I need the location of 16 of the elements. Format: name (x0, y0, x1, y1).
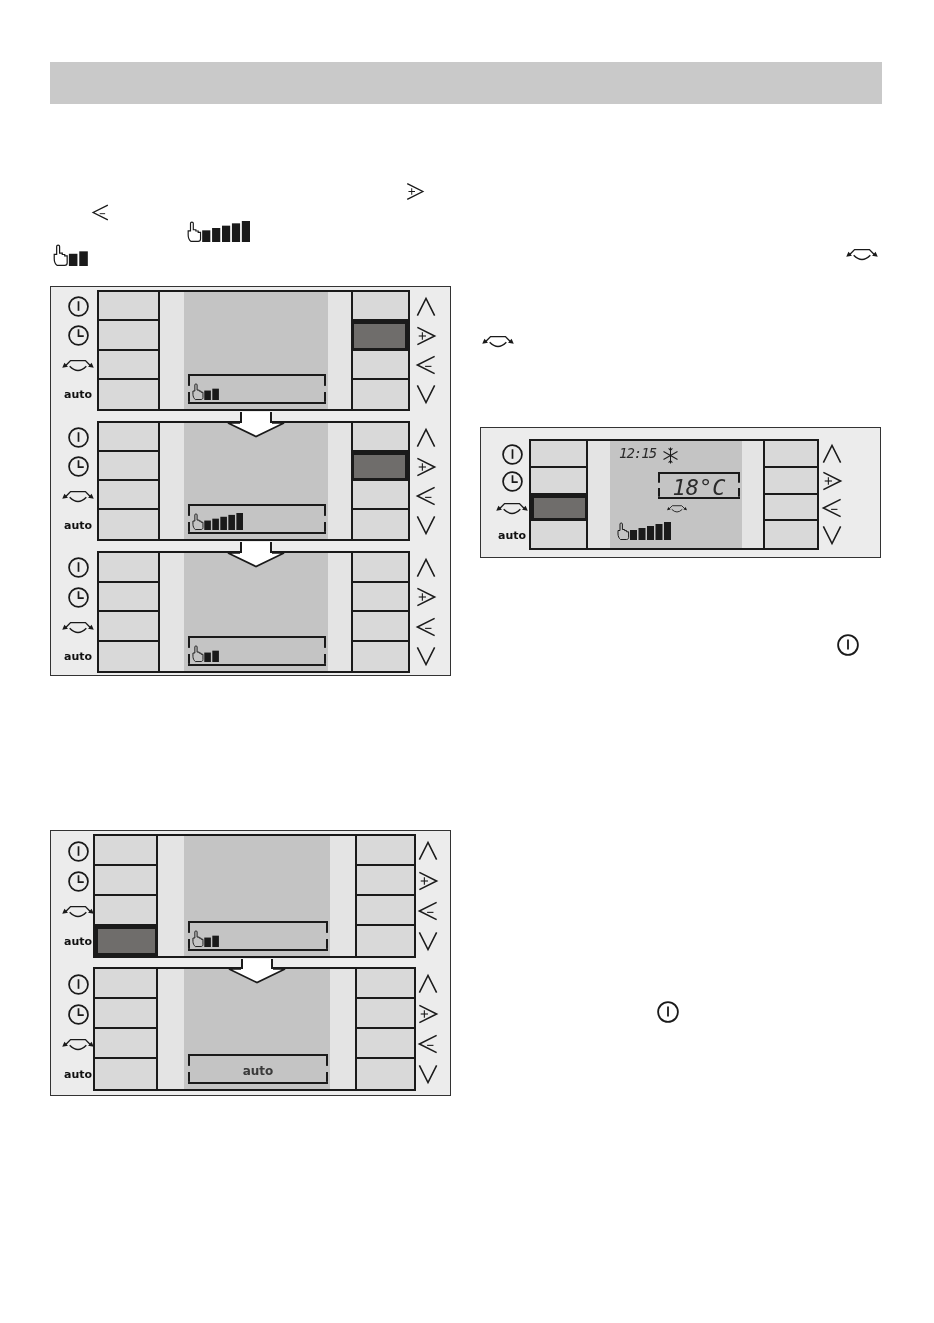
display-box (188, 921, 328, 951)
key-label: auto (497, 529, 527, 541)
display-box (188, 636, 326, 666)
display-text: auto (242, 1065, 274, 1077)
control-panel (480, 427, 881, 558)
display-box (188, 374, 326, 404)
key-label: auto (63, 935, 93, 947)
key-label: auto (63, 1068, 93, 1080)
key-label: auto (63, 519, 93, 530)
key-label: auto (63, 388, 93, 400)
clock-readout: 12:15 (619, 446, 657, 460)
display-box (658, 472, 740, 499)
display-box (188, 504, 326, 534)
display-box (188, 1054, 328, 1084)
temperature-readout: 18°C (672, 476, 726, 499)
key-label: auto (63, 650, 93, 662)
